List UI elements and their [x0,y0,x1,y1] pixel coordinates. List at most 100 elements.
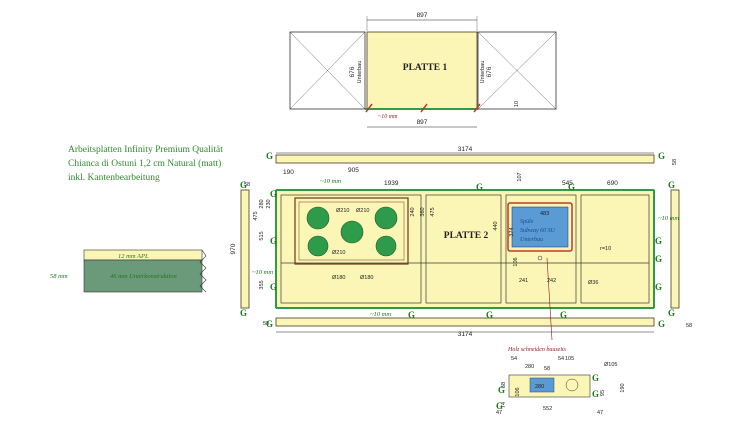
platte1-dim-right: 676 [486,66,493,77]
g-mark: G [592,373,599,383]
dim-190: 190 [283,169,294,176]
detail-54-left: 54 [511,356,517,362]
platte1-dim-top: 897 [417,12,428,19]
platte2-strip-bottom [275,317,655,327]
g-mark: G [270,236,277,246]
hob-label-1: Ø210 [336,208,349,214]
detail-280-top: 280 [525,364,534,370]
platte1-note-left: ~10 mm [378,114,398,120]
dim-1939: 1939 [384,180,399,187]
dim-355: 355 [259,280,265,289]
detail-0105: Ø105 [604,362,617,368]
hob-label-5: Ø180 [360,275,373,281]
dim-475-left: 475 [253,211,259,220]
detail-47-right: 47 [597,410,603,416]
note-bottom: ~10 mm [370,311,391,318]
note-left: ~10 mm [252,269,273,276]
platte2-label: PLATTE 2 [444,231,489,241]
detail-552: 552 [543,406,552,412]
platte1-panel [366,31,478,110]
dim-545: 545 [562,180,573,187]
dim-230: 230 [266,199,272,208]
platte1-dim-bottom: 897 [417,119,428,126]
g-mark: G [658,151,665,161]
platte1-side-tag-left: Unterbau [357,61,363,84]
section-total-label: 58 mm [50,273,68,280]
g-mark: G [568,182,575,192]
detail-note: Holz schneiden bauseits [507,347,567,353]
dim-475-mid: 475 [430,207,436,216]
g-mark: G [408,310,415,320]
platte2-strip-right [670,189,680,309]
platte1-side-tag-right: Unterbau [480,61,486,84]
strip-58-right: 58 [686,323,692,329]
section-unter [83,259,203,293]
dim-905: 905 [348,167,359,174]
g-mark: G [560,310,567,320]
platte1-dim-left: 676 [349,66,356,77]
dim-241: 241 [519,278,528,284]
g-mark: G [240,308,247,318]
hob-label-2: Ø210 [356,208,369,214]
platte1-group: PLATTE 1 897 897 676 676 Unterbau Unterb… [289,12,557,128]
platte1-right-cross-b [477,31,557,110]
sink-line3: Unterbau [520,237,543,243]
info-line1: Arbeitsplatten Infinity Premium Qualität [68,144,223,155]
sink-basin [511,206,569,248]
section-detail: 12 mm APL 46 mm Unterkonstruktion 58 mm [50,249,207,293]
platte2-strip-left [240,189,250,309]
platte1-cut-right [473,103,481,113]
g-markers: G G G G G G G G G G G G G G G G G G G [240,151,675,329]
detail-95: 95 [600,390,606,396]
info-line2: Chianca di Ostuni 1,2 cm Natural (matt) [68,158,221,169]
dim-r10: r=10 [600,246,611,252]
platte1-left-cross-b [289,31,366,110]
hob-inner [298,201,405,261]
platte2-grid-right [580,194,650,304]
hob-burner-4 [307,235,329,257]
g-mark: G [270,282,277,292]
dim-107: 107 [517,172,523,181]
dim-036: Ø36 [588,280,598,286]
g-mark: G [498,385,505,395]
hob-burner-5 [375,235,397,257]
dim-280: 280 [259,199,265,208]
platte1-label: PLATTE 1 [403,63,448,73]
dim-total-top: 3174 [458,146,473,153]
detail-hole [565,378,579,392]
dim-483: 483 [540,211,549,217]
platte2-strip-top [275,154,655,164]
cut-leader [546,257,553,341]
detail-58: 58 [544,366,550,372]
detail-74: 74 [501,402,507,408]
detail-280-inner: 280 [535,384,544,390]
section-unter-label: 46 mm Unterkonstruktion [110,273,177,280]
dim-240: 240 [410,207,416,216]
g-mark: G [240,180,247,190]
sink-line1: Spüle [520,219,534,225]
detail-58-left: 58 [501,382,507,388]
platte1-cut-left [365,103,373,113]
detail-190: 190 [620,383,626,392]
note-right: ~10 mm [658,215,679,222]
g-mark: G [658,319,665,329]
g-mark: G [496,401,503,411]
platte2-grid-sink [505,194,577,304]
platte2-grid-left [280,194,422,304]
g-mark: G [655,236,662,246]
hob-label-3: Ø210 [332,250,345,256]
strip-58-bottom: 58 [263,321,269,327]
dim-total-bottom: 3174 [458,331,473,338]
sink-drain [537,255,543,261]
platte2-panel [275,189,655,309]
dim-690: 690 [607,180,618,187]
g-mark: G [476,182,483,192]
section-break [199,249,207,293]
note-top: ~10 mm [320,178,341,185]
hob-burner-3 [340,220,364,244]
dim-440: 440 [493,221,499,230]
detail-sink [529,377,555,393]
g-mark: G [655,282,662,292]
